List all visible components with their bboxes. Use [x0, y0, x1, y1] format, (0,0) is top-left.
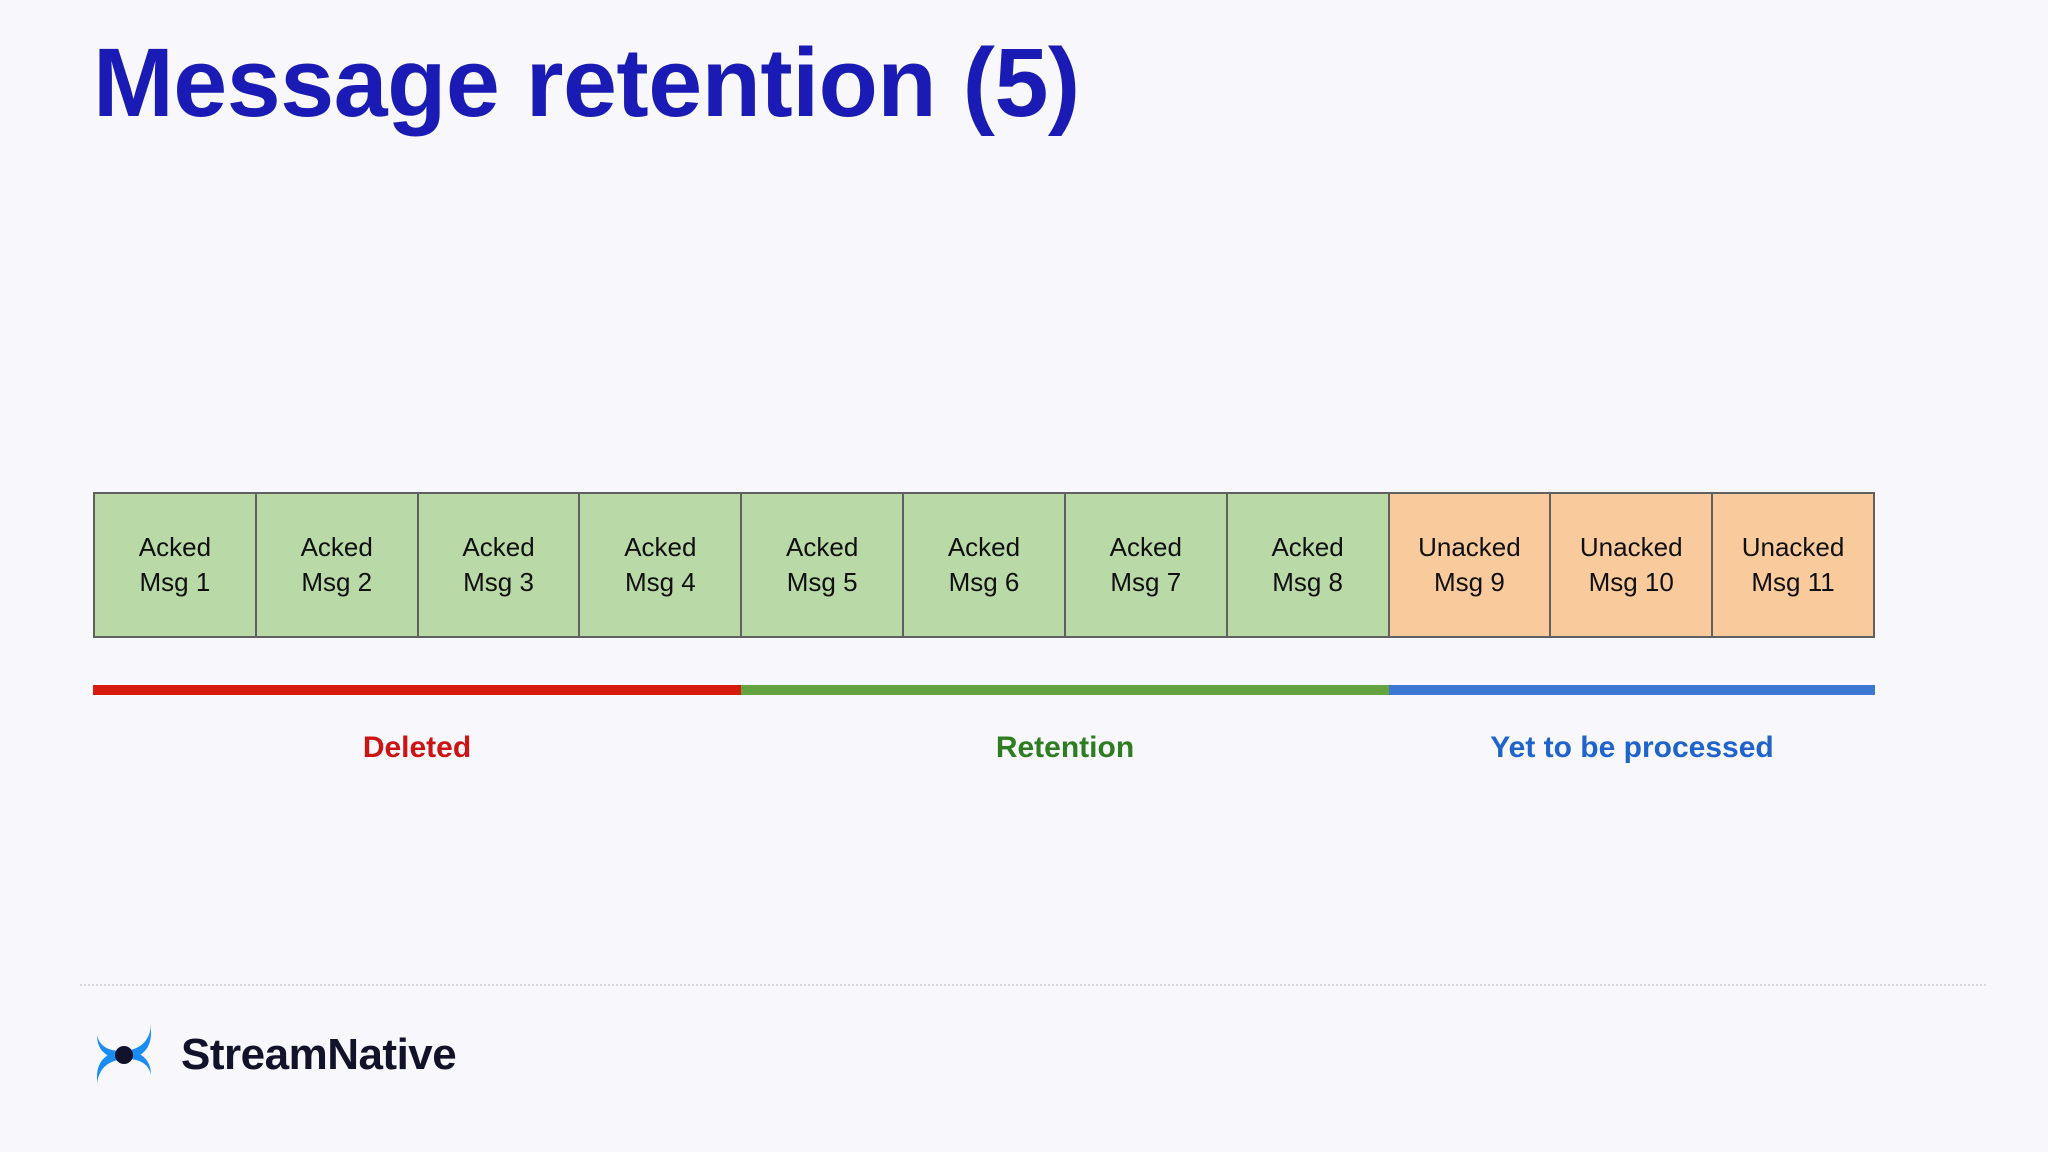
phase-bar-deleted [93, 685, 741, 695]
phase-label-retention: Retention [995, 731, 1135, 764]
footer-divider [80, 984, 1986, 988]
message-state-label: Acked [462, 532, 535, 563]
message-state-label: Unacked [1579, 532, 1683, 563]
phase-bar-retention [741, 685, 1389, 695]
message-id-label: Msg 1 [139, 567, 211, 597]
message-state-label: Acked [1109, 532, 1182, 563]
message-id-label: Msg 4 [624, 567, 696, 597]
message-id-label: Msg 10 [1588, 567, 1674, 597]
message-state-label: Unacked [1418, 532, 1521, 563]
message-state-label: Unacked [1741, 532, 1845, 563]
message-id-label: Msg 7 [1110, 567, 1182, 597]
phase-label-row: Deleted Retention Yet to be processed [93, 725, 1875, 771]
message-state-label: Acked [1271, 532, 1344, 563]
phase-label-deleted: Deleted [362, 731, 472, 764]
message-state-label: Acked [624, 532, 697, 563]
message-state-label: Acked [300, 532, 373, 563]
message-id-label: Msg 11 [1751, 567, 1835, 597]
message-id-label: Msg 6 [948, 567, 1020, 597]
message-state-label: Acked [786, 532, 859, 563]
message-state-label: Acked [947, 532, 1021, 563]
message-id-label: Msg 9 [1434, 567, 1505, 597]
streamnative-swirl-icon [97, 1023, 151, 1087]
brand-name: StreamNative [181, 1030, 457, 1079]
phase-label-pending: Yet to be processed [1490, 731, 1774, 764]
phase-bar-track [93, 685, 1875, 695]
page-title: Message retention (5) [93, 28, 1080, 137]
message-id-label: Msg 3 [463, 567, 534, 597]
message-id-label: Msg 5 [786, 567, 858, 597]
brand-lockup: StreamNative [93, 1020, 457, 1090]
message-id-label: Msg 8 [1272, 567, 1343, 597]
phase-bar-pending [1389, 685, 1875, 695]
message-id-label: Msg 2 [301, 567, 373, 597]
message-state-label: Acked [138, 532, 212, 563]
